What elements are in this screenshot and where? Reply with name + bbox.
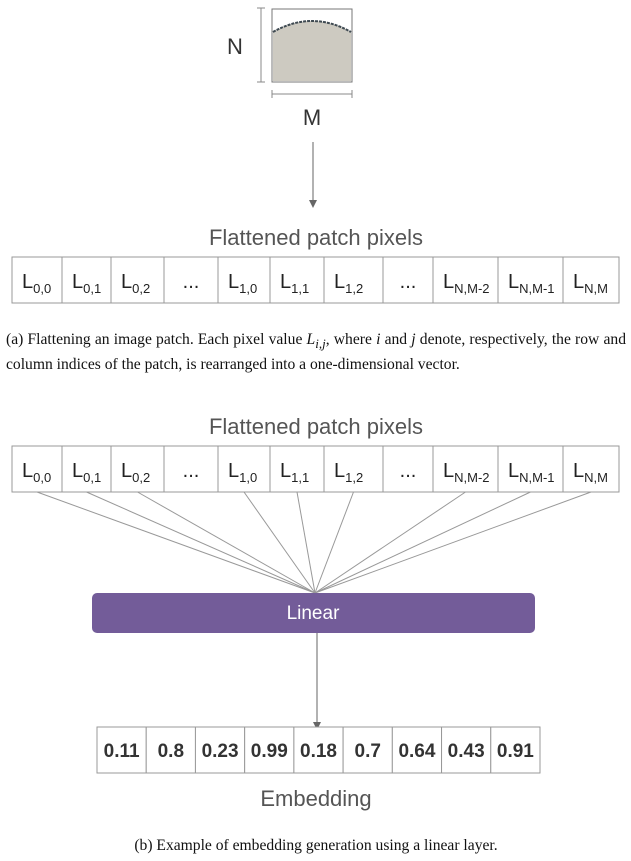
flattened-a-cell-label-2: L0,2	[121, 271, 150, 296]
caption-a-mid2: and	[380, 331, 412, 348]
flattened-b-cell-label-7: ...	[400, 460, 417, 482]
embedding-cell-5	[342, 726, 393, 774]
embedding-value-7: 0.43	[448, 741, 485, 762]
embedding-title: Embedding	[260, 786, 371, 811]
flattened-a-cell-6	[323, 256, 384, 304]
flattened-a-cell-9	[497, 256, 564, 304]
flattened-b-cell-1	[61, 445, 112, 493]
connection-line-0	[36, 491, 316, 594]
caption-a-mid1: , where	[325, 331, 377, 348]
connection-line-4	[243, 491, 316, 594]
flattened-b-cell-label-10: LN,M	[573, 460, 608, 485]
flattened-vector-b: L0,0 L0,1 L0,2... L1,0 L1,1 L1,2... LN,M-2 LN,M…	[11, 445, 620, 493]
flattened-title-b: Flattened patch pixels	[209, 414, 423, 439]
flattened-a-cell-label-5: L1,1	[280, 271, 309, 296]
patch-pixel-region	[273, 21, 351, 81]
flattened-a-cell-label-3: ...	[183, 271, 200, 293]
flattened-a-cell-7	[382, 256, 434, 304]
flattened-a-cell-label-8: LN,M-2	[443, 271, 490, 296]
embedding-cell-2	[194, 726, 246, 774]
flattened-a-cell-label-7: ...	[400, 271, 417, 293]
embedding-value-1: 0.8	[158, 741, 184, 762]
embedding-value-3: 0.99	[251, 741, 288, 762]
connection-line-6	[314, 491, 354, 594]
flattened-b-cell-10	[562, 445, 620, 493]
caption-a-var-l-sub: i,j	[315, 336, 326, 352]
flattened-a-cell-label-10: LN,M	[573, 271, 608, 296]
flattened-b-cell-label-0: L0,0	[22, 460, 51, 485]
caption-a-var-i: i	[376, 331, 381, 348]
embedding-vector: 0.11 0.8 0.23 0.99 0.18 0.7 0.64 0.43 0.91	[96, 726, 541, 774]
connection-line-1	[86, 491, 316, 594]
connection-line-2	[137, 491, 316, 594]
flattened-b-cell-0	[11, 445, 63, 493]
caption-a-var-l: L	[306, 331, 316, 348]
caption-a-suffix: denote, respectively, the row and column…	[6, 331, 626, 374]
embedding-value-6: 0.64	[398, 741, 435, 762]
flattened-a-cell-label-6: L1,2	[334, 271, 363, 296]
patch-height-label: N	[227, 34, 243, 59]
caption-a-prefix: (a) Flattening an image patch. Each pixe…	[6, 331, 307, 348]
embedding-cell-0	[96, 726, 147, 774]
caption-b: (b) Example of embedding generation usin…	[6, 835, 626, 856]
connection-line-9	[314, 491, 531, 594]
connection-line-5	[296, 491, 316, 594]
linear-layer-label: Linear	[287, 603, 340, 624]
flattened-a-cell-2	[110, 256, 165, 304]
linear-layer-box	[92, 593, 535, 633]
flattened-vector-a: L0,0 L0,1 L0,2... L1,0 L1,1 L1,2... LN,M-2 LN,M…	[11, 256, 620, 304]
flattened-b-cell-4	[217, 445, 271, 493]
flattened-a-cell-10	[562, 256, 620, 304]
caption-a-var-j: j	[411, 331, 416, 348]
flattened-b-cell-9	[497, 445, 564, 493]
flattened-b-cell-3	[163, 445, 219, 493]
flattened-b-cell-7	[382, 445, 434, 493]
flattened-a-cell-1	[61, 256, 112, 304]
flattened-b-cell-5	[269, 445, 325, 493]
embedding-cell-6	[391, 726, 443, 774]
flattened-b-cell-label-4: L1,0	[228, 460, 257, 485]
image-patch: N M	[227, 7, 353, 130]
embedding-cell-1	[145, 726, 196, 774]
flattened-b-cell-label-6: L1,2	[334, 460, 363, 485]
caption-a: (a) Flattening an image patch. Each pixe…	[6, 329, 626, 375]
flattened-b-cell-6	[323, 445, 384, 493]
flattened-b-cell-label-1: L0,1	[72, 460, 101, 485]
patch-edge-curve	[272, 20, 352, 33]
connection-lines	[36, 491, 592, 594]
embedding-value-5: 0.7	[355, 741, 381, 762]
embedding-value-0: 0.11	[104, 741, 140, 762]
connection-line-10	[314, 491, 592, 594]
patch-width-label: M	[303, 105, 321, 130]
flattened-b-cell-label-2: L0,2	[121, 460, 150, 485]
embedding-cell-8	[490, 726, 541, 774]
flattened-title-a: Flattened patch pixels	[209, 225, 423, 250]
flattened-a-cell-label-1: L0,1	[72, 271, 101, 296]
flattened-a-cell-4	[217, 256, 271, 304]
linear-layer: Linear	[92, 593, 535, 633]
flattened-a-cell-label-0: L0,0	[22, 271, 51, 296]
caption-b-text: (b) Example of embedding generation usin…	[134, 837, 498, 854]
flattened-a-cell-label-4: L1,0	[228, 271, 257, 296]
embedding-cell-3	[244, 726, 295, 774]
flattened-b-cell-label-8: LN,M-2	[443, 460, 490, 485]
flattened-b-cell-label-5: L1,1	[280, 460, 309, 485]
flattened-a-cell-5	[269, 256, 325, 304]
connection-line-8	[314, 491, 466, 594]
embedding-value-2: 0.23	[202, 741, 239, 762]
flattened-b-cell-label-3: ...	[183, 460, 200, 482]
embedding-value-8: 0.91	[497, 741, 534, 762]
embedding-value-4: 0.18	[300, 741, 337, 762]
flattened-a-cell-0	[11, 256, 63, 304]
flattened-b-cell-2	[110, 445, 165, 493]
flattened-a-cell-label-9: LN,M-1	[508, 271, 555, 296]
flattened-b-cell-label-9: LN,M-1	[508, 460, 555, 485]
